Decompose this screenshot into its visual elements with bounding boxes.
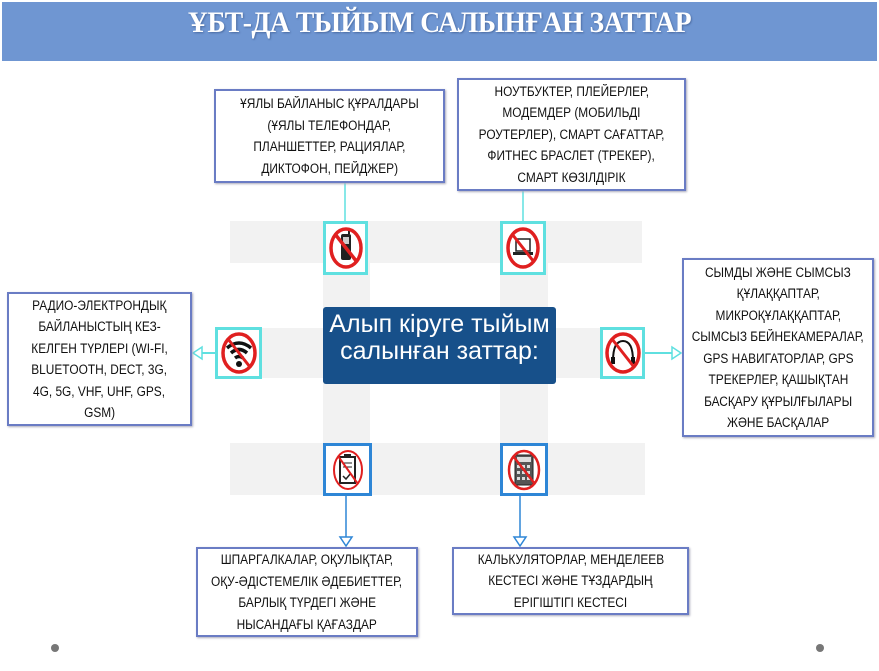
no-calculator-icon: [500, 443, 548, 496]
item-line: СЫМСЫЗ БЕЙНЕКАМЕРАЛАР,: [691, 329, 865, 344]
item-line: БАРЛЫҚ ТҮРДЕГІ ЖӘНЕ: [238, 595, 376, 610]
no-cheat-sheet-icon: [323, 443, 372, 496]
item-line: РАДИО-ЭЛЕКТРОНДЫҚ: [32, 297, 167, 313]
item-line: ПЛАНШЕТТЕР, РАЦИЯЛАР,: [253, 139, 406, 154]
item-line: БАСҚАРУ ҚҰРЫЛҒЫЛАРЫ: [703, 393, 853, 409]
item-line: МОДЕМДЕР (МОБИЛЬДІ: [502, 105, 641, 121]
item-box-headphones: СЫМДЫ ЖӘНЕ СЫМСЫЗ ҚҰЛАҚҚАПТАР, МИКРОҚҰЛА…: [682, 258, 874, 437]
item-box-cheat-sheets: ШПАРГАЛКАЛАР, ОҚУЛЫҚТАР, ОҚУ-ӘДІСТЕМЕЛІК…: [196, 547, 418, 637]
header-banner: ҰБТ-ДА ТЫЙЫМ САЛЫНҒАН ЗАТТАР: [2, 2, 877, 61]
center-line: салынған заттар:: [340, 337, 539, 365]
center-line: Алып кіруге тыйым: [329, 310, 550, 338]
item-line: ЕРІГІШТІГІ КЕСТЕСІ: [513, 594, 628, 610]
no-phone-icon: [323, 221, 368, 275]
item-box-laptops: НОУТБУКТЕР, ПЛЕЙЕРЛЕР, МОДЕМДЕР (МОБИЛЬД…: [457, 78, 686, 191]
item-line: GSM): [83, 405, 116, 420]
item-line: GPS НАВИГАТОРЛАР, GPS: [702, 350, 854, 366]
no-laptop-icon: [500, 221, 546, 275]
item-line: ШПАРГАЛКАЛАР, ОҚУЛЫҚТАР,: [220, 552, 394, 567]
item-line: ЖӘНЕ БАСҚАЛАР: [726, 415, 830, 430]
item-line: ҚҰЛАҚҚАПТАР,: [736, 286, 820, 301]
item-line: СЫМДЫ ЖӘНЕ СЫМСЫЗ: [705, 264, 851, 280]
item-line: ФИТНЕС БРАСЛЕТ (ТРЕКЕР),: [487, 148, 656, 164]
center-heading-box: Алып кіруге тыйым салынған заттар:: [323, 307, 556, 384]
item-line: 4G, 5G, VHF, UHF, GPS,: [33, 383, 166, 399]
no-headphones-icon: [600, 327, 645, 379]
item-box-mobile-devices: ҰЯЛЫ БАЙЛАНЫС ҚҰРАЛДАРЫ (ҰЯЛЫ ТЕЛЕФОНДАР…: [214, 89, 445, 183]
item-line: БАЙЛАНЫСТЫҢ КЕЗ-: [38, 319, 161, 334]
item-line: РОУТЕРЛЕР), СМАРТ САҒАТТАР,: [478, 126, 665, 142]
no-wifi-icon: [215, 327, 262, 379]
item-box-radio: РАДИО-ЭЛЕКТРОНДЫҚ БАЙЛАНЫСТЫҢ КЕЗ- КЕЛГЕ…: [7, 292, 192, 426]
item-line: КАЛЬКУЛЯТОРЛАР, МЕНДЕЛЕЕВ: [477, 551, 664, 567]
item-line: (ҰЯЛЫ ТЕЛЕФОНДАР,: [267, 117, 392, 133]
band-top: [230, 221, 642, 263]
item-line: ОҚУ-ӘДІСТЕМЕЛІК ӘДЕБИЕТТЕР,: [211, 573, 403, 589]
slide-dot-right: [816, 644, 824, 652]
item-line: ҰЯЛЫ БАЙЛАНЫС ҚҰРАЛДАРЫ: [240, 96, 419, 111]
item-line: КЕСТЕСІ ЖӘНЕ ТҰЗДАРДЫҢ: [488, 573, 653, 589]
item-line: НОУТБУКТЕР, ПЛЕЙЕРЛЕР,: [494, 83, 649, 99]
item-line: НЫСАНДАҒЫ ҚАҒАЗДАР: [236, 616, 378, 632]
item-line: СМАРТ КӨЗІЛДІРІК: [517, 169, 626, 185]
item-box-calculators: КАЛЬКУЛЯТОРЛАР, МЕНДЕЛЕЕВ КЕСТЕСІ ЖӘНЕ Т…: [452, 547, 689, 615]
item-line: КЕЛГЕН ТҮРЛЕРІ (WI-FI,: [31, 340, 168, 356]
page-title: ҰБТ-ДА ТЫЙЫМ САЛЫНҒАН ЗАТТАР: [187, 6, 692, 39]
band-bottom: [230, 443, 645, 495]
item-line: BLUETOOTH, DECT, 3G,: [31, 362, 168, 377]
item-line: ТРЕКЕРЛЕР, ҚАШЫҚТАН: [708, 372, 848, 387]
slide-dot-left: [51, 644, 59, 652]
item-line: ДИКТОФОН, ПЕЙДЖЕР): [261, 160, 398, 176]
item-line: МИКРОҚҰЛАҚҚАПТАР,: [715, 307, 841, 323]
